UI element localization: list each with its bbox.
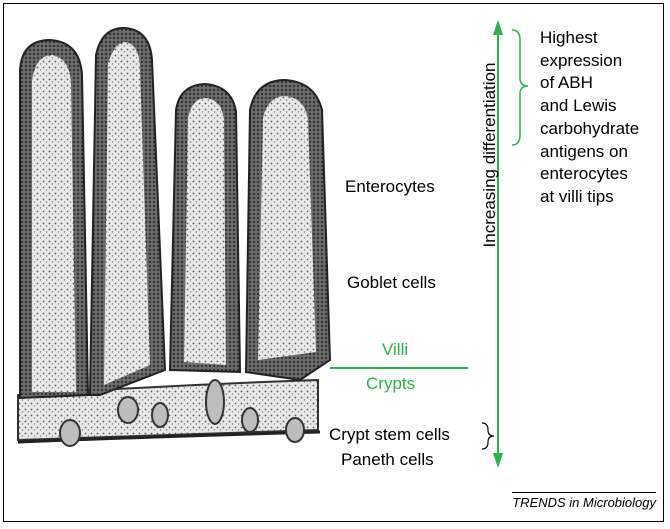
expression-line: carbohydrate (540, 118, 639, 141)
stem-brace (482, 423, 494, 449)
goblet-cells-label: Goblet cells (347, 273, 436, 293)
expression-line: and Lewis (540, 95, 639, 118)
expression-brace (512, 30, 528, 145)
enterocytes-label: Enterocytes (345, 177, 435, 197)
expression-line: of ABH (540, 72, 639, 95)
source-credit: TRENDS in Microbiology (512, 492, 656, 510)
expression-line: antigens on (540, 141, 639, 164)
expression-line: enterocytes (540, 163, 639, 186)
crypt-stem-cells-label: Crypt stem cells (329, 425, 450, 445)
crypts-label: Crypts (366, 374, 415, 394)
expression-line: Highest (540, 27, 639, 50)
expression-line: expression (540, 50, 639, 73)
villi-label: Villi (382, 340, 408, 360)
expression-note: Highest expression of ABH and Lewis carb… (540, 27, 639, 209)
differentiation-axis-label: Increasing differentiation (470, 20, 510, 290)
paneth-cells-label: Paneth cells (341, 450, 434, 470)
expression-line: at villi tips (540, 186, 639, 209)
